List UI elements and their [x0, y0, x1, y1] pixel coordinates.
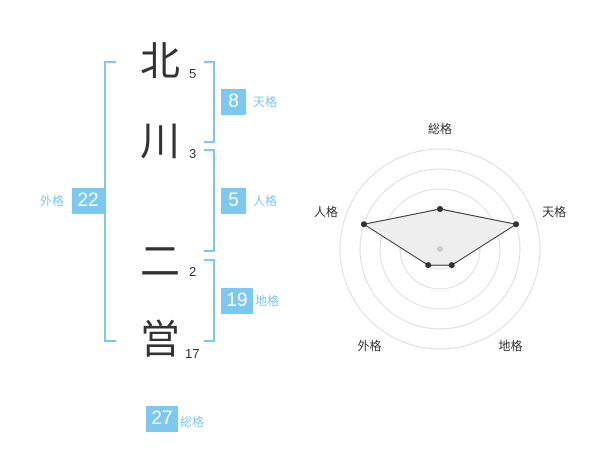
radar-polygon [362, 208, 518, 266]
radar-point-1 [437, 206, 443, 212]
gaikaku-value: 22 [72, 188, 104, 214]
tenkaku-value: 8 [221, 89, 246, 115]
soukaku-value: 27 [146, 406, 178, 432]
name-char-1: 北 [140, 39, 180, 85]
radar-ring [359, 168, 521, 330]
chikaku-value: 19 [221, 288, 253, 314]
soukaku-label: 総格 [180, 415, 205, 429]
radar-point-2 [513, 221, 520, 228]
radar-point-4 [425, 262, 432, 269]
chikaku-label: 地格 [255, 294, 280, 308]
radar-axis-label-1: 総格 [428, 121, 452, 136]
radar-ring [339, 148, 541, 350]
radar-axis-label-4: 外格 [357, 338, 381, 353]
radar-axis-label-3: 地格 [499, 338, 523, 353]
stroke-count-4: 17 [185, 346, 200, 361]
radar-center-point [437, 246, 443, 252]
stroke-count-2: 3 [189, 146, 197, 161]
chikaku-bracket [204, 259, 215, 342]
jinkaku-bracket [204, 149, 215, 252]
gaikaku-label: 外格 [40, 194, 65, 208]
radar-ring [379, 188, 501, 310]
jinkaku-label: 人格 [253, 194, 278, 208]
name-char-3: 二 [140, 239, 180, 285]
gaikaku-bracket [104, 61, 116, 342]
radar-axis-label-2: 天格 [542, 204, 566, 219]
name-char-2: 川 [140, 119, 180, 165]
tenkaku-label: 天格 [253, 95, 278, 109]
name-char-4: 営 [140, 317, 180, 363]
jinkaku-value: 5 [221, 188, 246, 214]
radar-point-5 [360, 221, 367, 228]
stroke-count-1: 5 [189, 66, 197, 81]
tenkaku-bracket [204, 61, 215, 143]
radar-point-3 [448, 262, 455, 269]
radar-axis-label-5: 人格 [314, 204, 338, 219]
stroke-count-3: 2 [189, 264, 197, 279]
